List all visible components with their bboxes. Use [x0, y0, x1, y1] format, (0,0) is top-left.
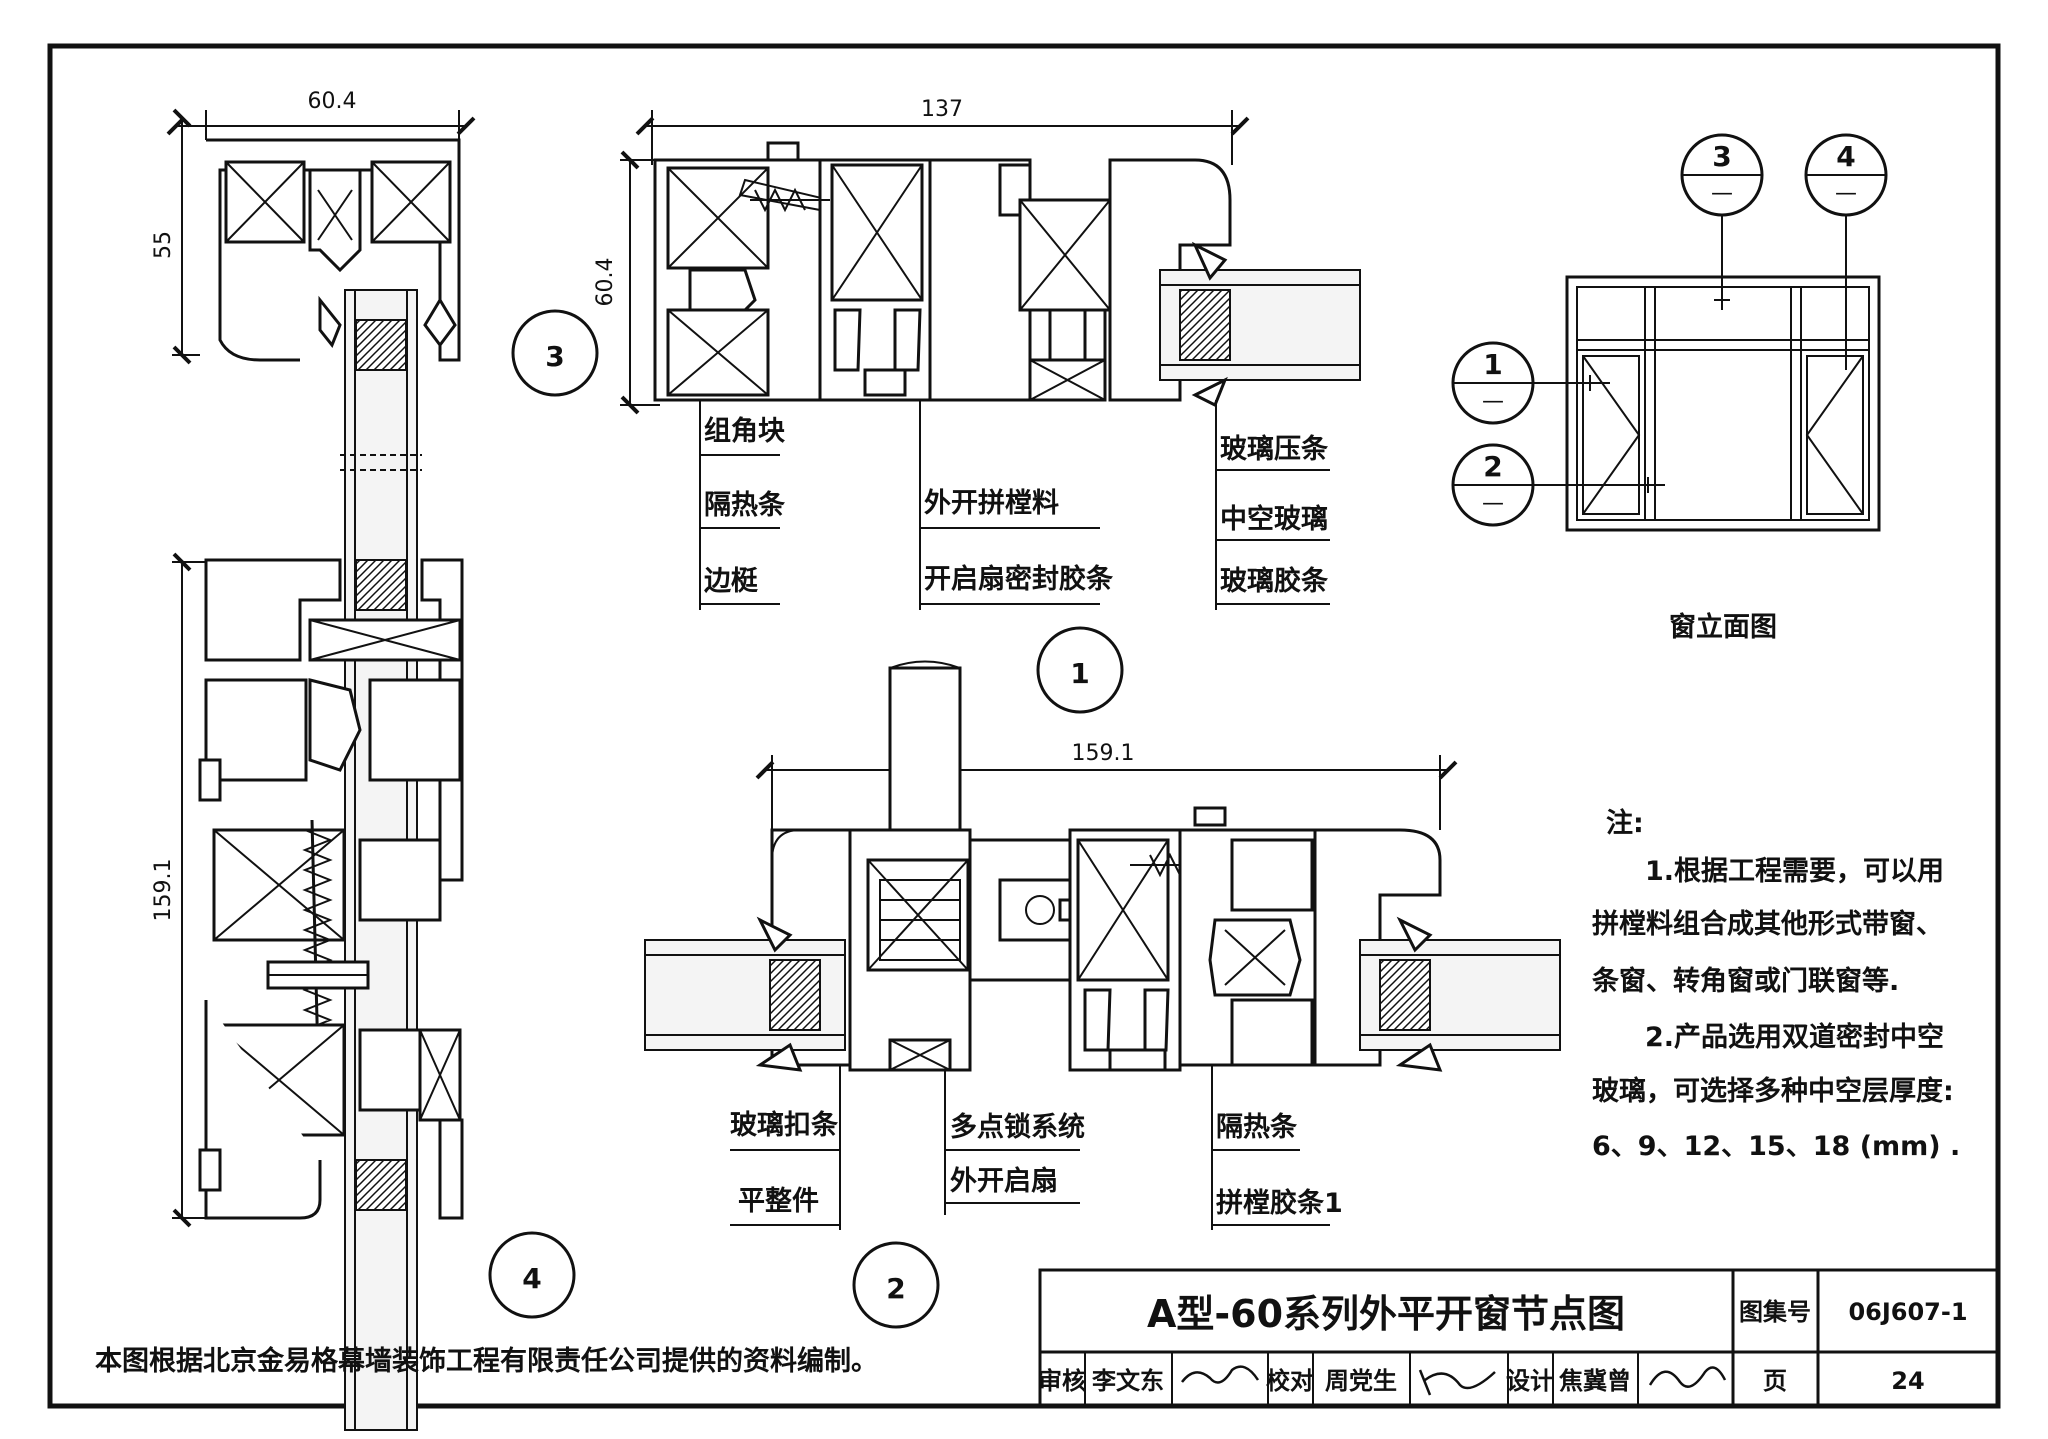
marker-2-number: 2 [1483, 450, 1502, 483]
sheet-border [47, 43, 2001, 1409]
note-line-2: 拼樘料组合成其他形式带窗、 [1592, 908, 1943, 940]
atlas-label: 图集号 [1739, 1298, 1811, 1326]
source-note: 本图根据北京金易格幕墙装饰工程有限责任公司提供的资料编制。 [95, 1345, 878, 1377]
d1-width-dim: 137 [921, 97, 963, 122]
title-block [1038, 1268, 2000, 1408]
detail-2-leaders [730, 1065, 1330, 1230]
detail-1-section: 137 60.4 [593, 97, 1361, 415]
d2-label-multipoint-lock: 多点锁系统 [950, 1111, 1085, 1143]
marker-1-sheet: — [1482, 389, 1504, 414]
d1-label-glass-bead: 玻璃压条 [1220, 434, 1329, 465]
callout-2-number: 2 [886, 1272, 905, 1305]
marker-2-sheet: — [1482, 491, 1504, 516]
callout-4-number: 4 [522, 1262, 541, 1295]
d2-label-glass-clip: 玻璃扣条 [730, 1110, 839, 1141]
note-line-3: 条窗、转角窗或门联窗等. [1592, 965, 1899, 997]
d4-width-dim: 60.4 [308, 89, 357, 114]
page-number: 24 [1891, 1367, 1924, 1395]
d1-label-glass-gasket: 玻璃胶条 [1220, 565, 1329, 597]
page-label: 页 [1763, 1367, 1787, 1395]
check-label: 校对 [1266, 1367, 1314, 1395]
detail-1-leaders [699, 400, 1330, 610]
note-line-4: 2.产品选用双道密封中空 [1645, 1021, 1944, 1053]
detail-2-section: 159.1 [644, 660, 1561, 1072]
review-label: 审核 [1038, 1367, 1086, 1395]
d1-height-dim: 60.4 [593, 258, 618, 307]
notes: 注: 1.根据工程需要，可以用 拼樘料组合成其他形式带窗、 条窗、转角窗或门联窗… [1592, 807, 1960, 1162]
d1-label-insulated-glass: 中空玻璃 [1220, 503, 1328, 535]
marker-4-sheet: — [1835, 181, 1857, 206]
d2-label-thermal-strip: 隔热条 [1216, 1112, 1298, 1143]
d2-label-outward-sash: 外开启扇 [950, 1165, 1058, 1197]
d1-label-side-stile: 边梃 [704, 566, 758, 597]
window-elevation [1533, 215, 1881, 532]
callout-3-number: 3 [545, 340, 564, 373]
sheet-title: A型-60系列外平开窗节点图 [1147, 1292, 1625, 1336]
checker-name: 周党生 [1325, 1367, 1397, 1395]
d1-label-sash-seal: 开启扇密封胶条 [924, 563, 1114, 595]
designer-signature [1648, 1366, 1727, 1388]
detail-4-section: 60.4 55 159.1 [151, 89, 476, 1431]
d1-label-thermal-strip: 隔热条 [704, 490, 786, 521]
callout-4 [488, 1231, 576, 1319]
designer-name: 焦冀曾 [1559, 1367, 1631, 1395]
callout-2 [852, 1241, 940, 1329]
callout-1-number: 1 [1070, 657, 1089, 690]
marker-1-number: 1 [1483, 348, 1502, 381]
d2-width-dim: 159.1 [1072, 741, 1135, 766]
reviewer-signature [1181, 1365, 1260, 1384]
d4-lower-dim: 159.1 [151, 859, 176, 922]
notes-heading: 注: [1606, 807, 1644, 839]
elevation-title: 窗立面图 [1669, 611, 1777, 643]
note-line-6: 6、9、12、15、18 (mm) . [1592, 1131, 1960, 1162]
d2-label-leveler: 平整件 [738, 1186, 819, 1217]
atlas-number: 06J607-1 [1848, 1298, 1967, 1326]
design-label: 设计 [1506, 1367, 1554, 1395]
d1-label-corner-block: 组角块 [704, 415, 786, 447]
d2-label-mullion-gasket: 拼樘胶条1 [1216, 1187, 1343, 1219]
d4-height-dim: 55 [151, 231, 176, 259]
marker-4-number: 4 [1836, 140, 1855, 173]
checker-signature [1418, 1369, 1496, 1396]
callout-3 [511, 309, 599, 397]
marker-3-number: 3 [1712, 140, 1731, 173]
note-line-1: 1.根据工程需要，可以用 [1645, 856, 1944, 887]
callout-1 [1036, 626, 1124, 714]
reviewer-name: 李文东 [1092, 1367, 1164, 1395]
marker-3-sheet: — [1711, 181, 1733, 206]
note-line-5: 玻璃，可选择多种中空层厚度: [1592, 1075, 1954, 1107]
d1-label-mullion: 外开拼樘料 [924, 488, 1059, 519]
